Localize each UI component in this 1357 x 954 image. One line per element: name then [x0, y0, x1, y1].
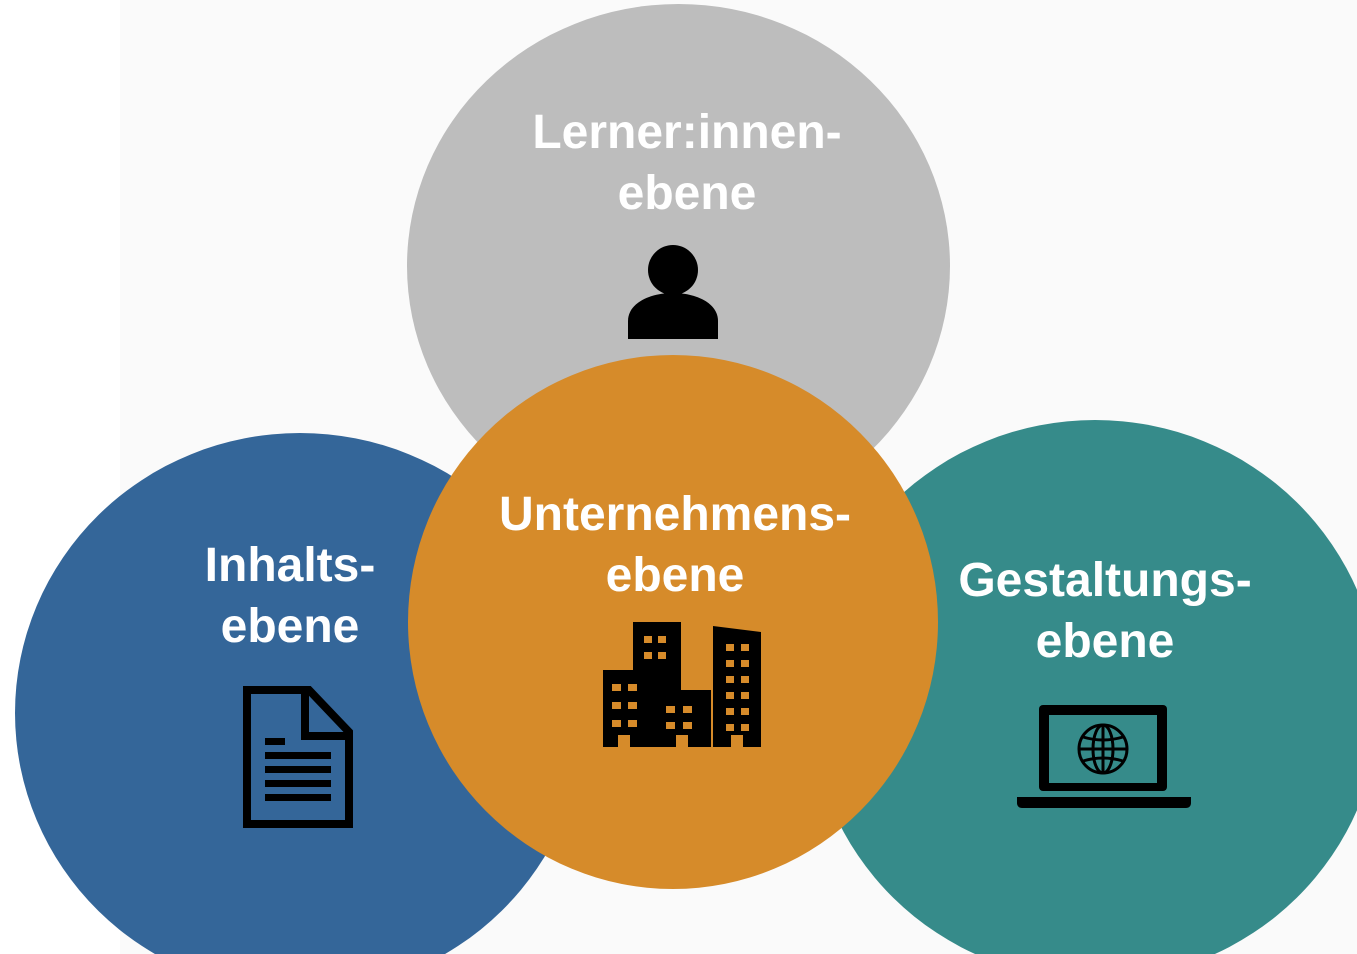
person-icon	[626, 243, 720, 339]
company-level-label-line2: ebene	[605, 549, 745, 602]
content-level-label-line1: Inhalts-	[204, 539, 376, 592]
learner-level-label: Lerner:innen- ebene	[457, 102, 917, 224]
design-level-label-line2: ebene	[1035, 615, 1175, 668]
design-level-label: Gestaltungs- ebene	[930, 550, 1280, 672]
company-level-label-line1: Unternehmens-	[498, 488, 852, 541]
company-level-label: Unternehmens- ebene	[430, 484, 920, 606]
buildings-icon	[603, 622, 763, 747]
content-level-label: Inhalts- ebene	[140, 535, 440, 657]
document-icon	[243, 686, 353, 828]
design-level-label-line1: Gestaltungs-	[958, 554, 1252, 607]
learner-level-label-line2: ebene	[617, 167, 757, 220]
laptop-globe-icon	[1017, 703, 1191, 809]
content-level-label-line2: ebene	[220, 600, 360, 653]
learner-level-label-line1: Lerner:innen-	[532, 106, 842, 159]
